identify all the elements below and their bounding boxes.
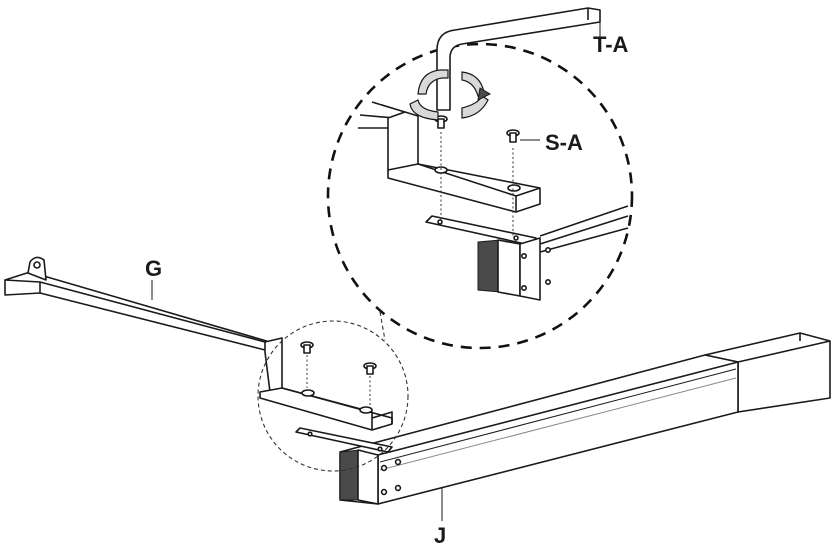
main-screws <box>300 341 377 406</box>
label-frame-j: J <box>434 523 446 547</box>
screw-icon <box>363 362 377 406</box>
detail-callout-large <box>326 42 634 350</box>
label-screw: S-A <box>545 130 583 155</box>
rotate-arrow-icon <box>409 69 492 121</box>
frame-j <box>339 332 831 521</box>
callout-connector <box>379 311 386 341</box>
detail-callout-small <box>257 320 409 472</box>
label-bar-g: G <box>145 256 162 281</box>
label-tool: T-A <box>593 32 629 57</box>
screw-icon <box>300 341 314 388</box>
detail-view <box>358 101 629 301</box>
hex-key-icon <box>436 7 601 111</box>
bar-g <box>4 256 393 453</box>
screw-icon <box>506 129 520 143</box>
